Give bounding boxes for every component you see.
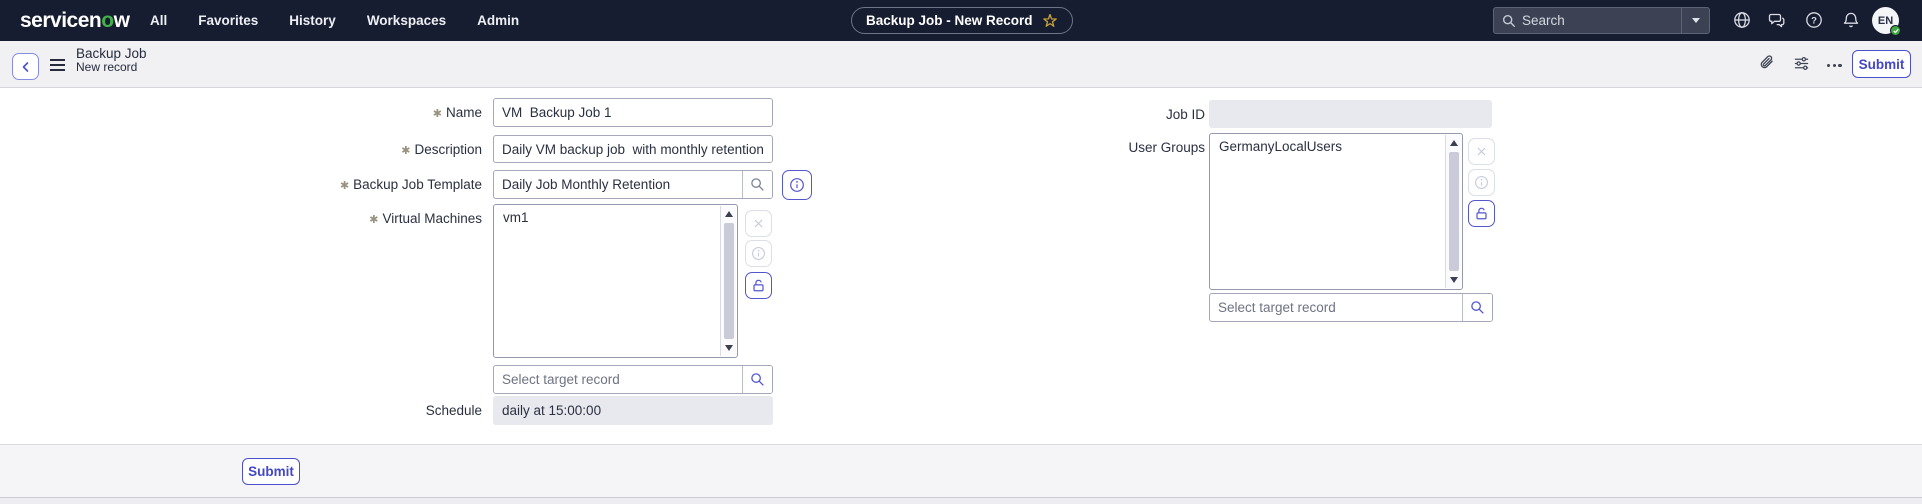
required-marker: ✱ [339,180,350,192]
bottom-scrollbar-track[interactable] [0,497,1922,504]
scroll-down-icon[interactable] [721,341,736,355]
virtual-machines-listbox: vm1 [493,204,738,358]
virtual-machines-select-lookup-button[interactable] [742,366,772,393]
remove-icon [1477,147,1486,156]
form-body: ✱Name ✱Description ✱Backup Job Template … [0,88,1922,444]
virtual-machines-label: ✱Virtual Machines [369,211,482,226]
search-icon [1502,14,1516,28]
schedule-field: daily at 15:00:00 [493,396,773,425]
chevron-left-icon [22,61,28,72]
unlocked-padlock-icon [753,279,764,292]
virtual-machines-item[interactable]: vm1 [503,210,529,225]
required-marker: ✱ [432,108,442,120]
more-actions-icon[interactable] [1827,64,1842,68]
description-input[interactable] [493,135,773,163]
search-divider [1681,8,1682,33]
user-groups-info-button [1468,169,1495,196]
virtual-machines-scrollbar[interactable] [720,206,736,356]
user-groups-select-field [1209,293,1493,322]
avatar[interactable]: EN [1872,7,1901,36]
record-title: Backup Job [76,46,147,61]
backup-job-template-label: ✱Backup Job Template [339,177,482,192]
primary-nav: All Favorites History Workspaces Admin [150,0,519,41]
magnifier-icon [751,178,764,191]
required-marker: ✱ [401,145,411,157]
user-groups-label: User Groups [1128,140,1205,155]
scrollbar-thumb[interactable] [723,223,734,339]
record-toolbar [0,41,1922,88]
app-header: servicenow All Favorites History Workspa… [0,0,1922,41]
favorite-star-icon[interactable] [1042,13,1058,29]
info-icon [1475,176,1488,189]
remove-icon [754,219,763,228]
servicenow-logo[interactable]: servicenow [20,0,130,41]
nav-item-history[interactable]: History [289,13,336,28]
search-placeholder: Search [1522,13,1565,28]
search-scope-dropdown[interactable] [1682,18,1709,23]
nav-item-all[interactable]: All [150,13,168,28]
user-groups-scrollbar[interactable] [1445,135,1461,288]
name-input[interactable] [493,98,773,127]
form-context-menu-icon[interactable] [50,59,65,71]
avatar-initials: EN [1877,14,1894,27]
description-label: ✱Description [401,142,482,157]
nav-item-workspaces[interactable]: Workspaces [366,13,447,28]
paperclip-icon[interactable] [1758,54,1775,71]
job-id-field [1209,100,1492,128]
job-id-label: Job ID [1165,107,1205,122]
virtual-machines-lock-button[interactable] [745,272,772,299]
user-groups-select-input[interactable] [1210,294,1462,321]
virtual-machines-info-button [745,240,772,267]
virtual-machines-remove-button [745,210,772,237]
help-icon[interactable]: ? [1805,11,1823,29]
svg-text:?: ? [1811,15,1817,26]
logo-text: servicen [20,9,102,32]
scroll-up-icon[interactable] [721,207,736,221]
context-pill-label: Backup Job - New Record [866,13,1033,28]
submit-button-toolbar[interactable]: Submit [1852,50,1911,78]
scrollbar-thumb[interactable] [1448,152,1459,271]
chat-icon[interactable] [1768,11,1786,29]
magnifier-icon [1471,301,1484,314]
bell-icon[interactable] [1842,11,1860,29]
presence-badge-icon [1890,25,1901,36]
unlocked-padlock-icon [1476,207,1487,220]
caret-down-icon [1691,18,1700,23]
user-groups-select-lookup-button[interactable] [1462,294,1492,321]
user-groups-listbox: GermanyLocalUsers [1209,133,1463,290]
scroll-up-icon[interactable] [1446,136,1461,150]
submit-button-footer[interactable]: Submit [242,458,300,485]
global-search[interactable]: Search [1493,7,1710,34]
nav-item-admin[interactable]: Admin [477,13,520,28]
virtual-machines-select-field [493,365,773,394]
backup-job-template-field [493,170,773,199]
backup-job-template-input[interactable] [494,171,742,198]
template-info-button[interactable] [782,170,812,200]
virtual-machines-select-input[interactable] [494,366,742,393]
sliders-icon[interactable] [1793,55,1810,72]
form-footer [0,444,1922,497]
required-marker: ✱ [369,214,379,226]
user-groups-remove-button [1468,138,1495,165]
scroll-down-icon[interactable] [1446,273,1461,287]
schedule-label: Schedule [425,403,482,418]
globe-icon[interactable] [1733,11,1751,29]
magnifier-icon [751,373,764,386]
backup-job-template-lookup-button[interactable] [742,171,772,198]
back-button[interactable] [12,53,39,80]
user-groups-item[interactable]: GermanyLocalUsers [1219,139,1343,154]
name-label: ✱Name [432,105,482,120]
record-subtitle: New record [76,60,138,74]
info-icon [752,247,765,260]
logo-green-o: o [101,9,114,32]
nav-item-favorites[interactable]: Favorites [198,13,259,28]
user-groups-lock-button[interactable] [1468,200,1495,227]
context-pill[interactable]: Backup Job - New Record [851,7,1073,34]
logo-text-end: w [113,9,130,32]
info-icon [790,178,804,192]
